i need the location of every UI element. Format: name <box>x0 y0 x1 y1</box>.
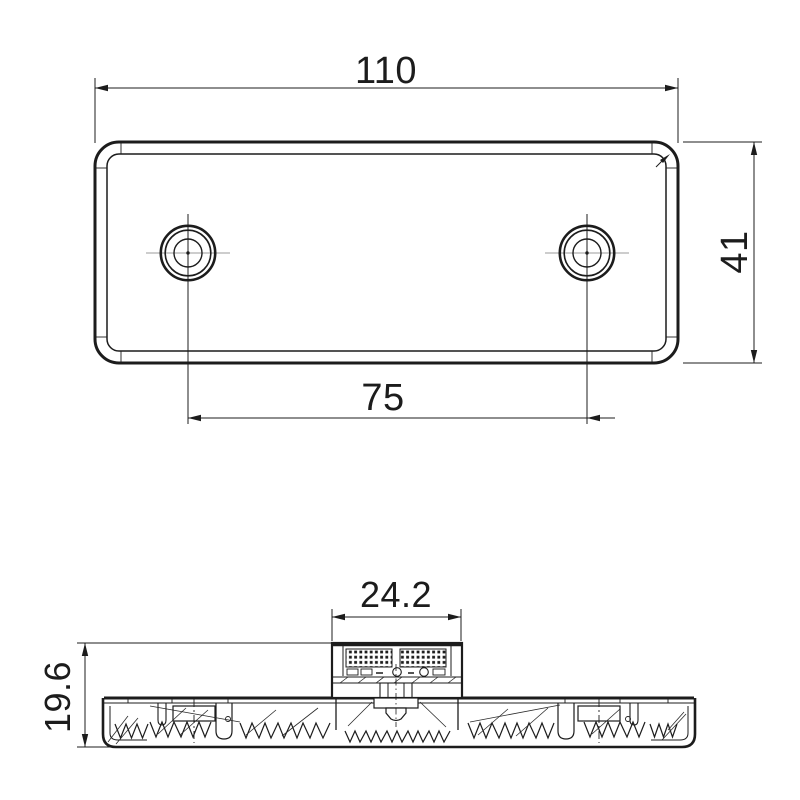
front-view: 110 41 75 <box>93 50 762 424</box>
snap-peg-left <box>157 703 167 726</box>
snap-peg-right <box>629 703 639 726</box>
corner-leader-arrow <box>655 154 670 168</box>
screw-boss-right <box>577 699 621 743</box>
dim-overall-height-label: 41 <box>714 230 756 273</box>
dim-body-height-label: 19.6 <box>37 661 78 733</box>
dimension-connector-width: 24.2 <box>331 574 462 641</box>
dimension-overall-width: 110 <box>94 50 679 143</box>
dimension-body-height: 19.6 <box>37 642 331 748</box>
screw-channel-left <box>215 703 233 740</box>
section-view: 24.2 19.6 <box>37 574 697 749</box>
lamp-outer-outline <box>93 140 680 365</box>
corner-ticks <box>95 142 678 363</box>
section-hatching <box>107 701 687 745</box>
dim-hole-spacing-label: 75 <box>361 377 404 419</box>
screw-boss-left <box>172 699 216 743</box>
screw-channel-right <box>557 703 575 740</box>
connector-block <box>330 641 464 730</box>
dimension-overall-height: 41 <box>683 141 762 364</box>
vent-panel-right <box>399 648 447 668</box>
dim-overall-width-label: 110 <box>355 50 417 92</box>
dim-connector-width-label: 24.2 <box>360 574 432 615</box>
dimension-hole-spacing: 75 <box>187 214 615 424</box>
lens-inner-outline <box>106 153 667 352</box>
vent-panel-left <box>345 648 393 668</box>
terminal-row <box>346 667 446 677</box>
